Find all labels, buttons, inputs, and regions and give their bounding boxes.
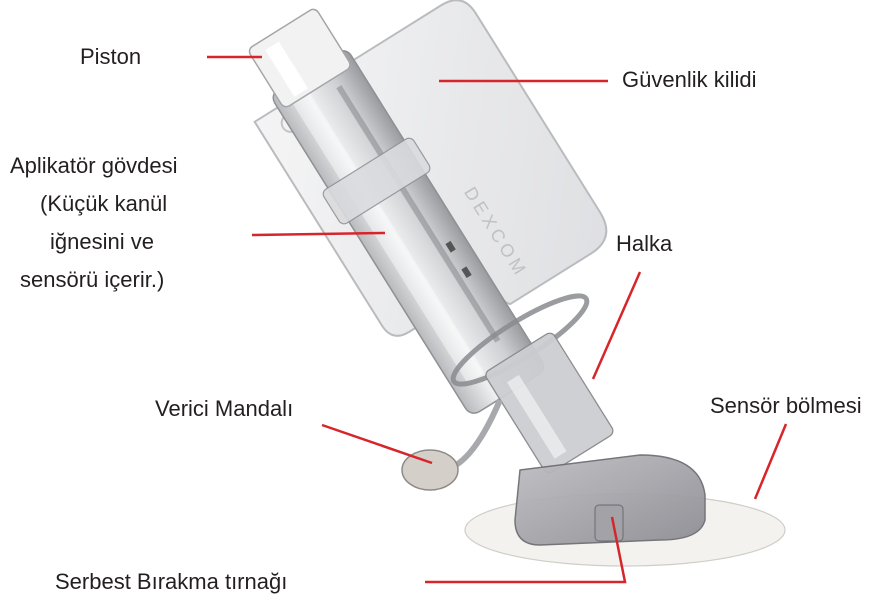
label-transmitter-latch: Verici Mandalı (155, 395, 293, 422)
release-tab-shape (595, 505, 623, 541)
label-applicator-body-line3: iğnesini ve (10, 223, 178, 261)
leader-collar (593, 272, 640, 379)
leader-sensor-pod (755, 424, 786, 499)
label-safety-lock: Güvenlik kilidi (622, 66, 757, 93)
label-applicator-body: Aplikatör gövdesi (Küçük kanül iğnesini … (10, 147, 178, 299)
leader-transmitter-latch (322, 425, 432, 463)
label-applicator-body-line2: (Küçük kanül (10, 185, 178, 223)
label-collar: Halka (616, 230, 672, 257)
label-piston: Piston (80, 43, 141, 70)
label-sensor-pod: Sensör bölmesi (710, 392, 862, 419)
label-applicator-body-line4: sensörü içerir.) (10, 261, 178, 299)
label-release-tab: Serbest Bırakma tırnağı (55, 568, 287, 595)
label-applicator-body-line1: Aplikatör gövdesi (10, 147, 178, 185)
